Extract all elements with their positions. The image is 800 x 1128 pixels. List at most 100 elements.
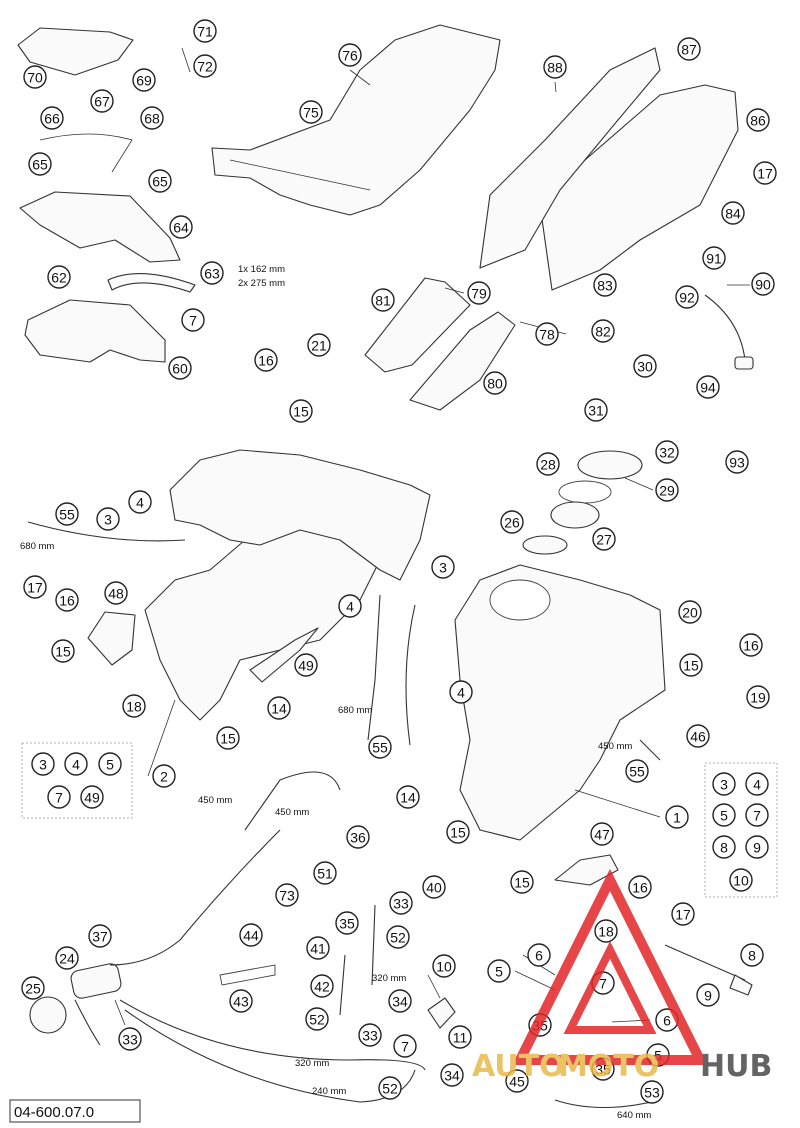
callout-circle <box>140 106 164 130</box>
callout-circle <box>584 398 608 422</box>
callout-circle <box>696 983 720 1007</box>
callout-number: 10 <box>733 873 749 889</box>
callout-number: 63 <box>204 266 220 282</box>
callout-82: 82 <box>591 319 615 343</box>
callout-number: 17 <box>757 166 773 182</box>
callout-circle <box>31 752 55 776</box>
callout-number: 15 <box>683 658 699 674</box>
callout-number: 68 <box>144 111 160 127</box>
hose-length-680-b: 680 mm <box>338 705 372 716</box>
callout-number: 69 <box>136 73 152 89</box>
callout-circle <box>536 452 560 476</box>
callout-number: 18 <box>598 924 614 940</box>
callout-circle <box>527 943 551 967</box>
callout-number: 27 <box>596 532 612 548</box>
callout-34: 34 <box>440 1063 464 1087</box>
callout-number: 93 <box>729 455 745 471</box>
callout-circle <box>721 201 745 225</box>
callout-15: 15 <box>216 726 240 750</box>
callout-4: 4 <box>338 594 362 618</box>
hose-length-450-a: 450 mm <box>598 741 632 752</box>
callout-number: 52 <box>309 1012 325 1028</box>
callout-34: 34 <box>388 989 412 1013</box>
callout-circle <box>23 575 47 599</box>
callout-circle <box>193 54 217 78</box>
callout-circle <box>181 308 205 332</box>
callout-7: 7 <box>393 1034 417 1058</box>
callout-number: 53 <box>644 1085 660 1101</box>
callout-circle <box>535 322 559 346</box>
callout-circle <box>275 883 299 907</box>
watermark-triangle-icon <box>511 868 709 1065</box>
callout-circle <box>51 639 75 663</box>
callout-circle <box>307 333 331 357</box>
callout-51: 51 <box>313 861 337 885</box>
callout-83: 83 <box>593 273 617 297</box>
callout-circle <box>590 822 614 846</box>
callout-number: 67 <box>94 94 110 110</box>
callout-52: 52 <box>386 925 410 949</box>
watermark-text-hub: HUB <box>700 1049 772 1084</box>
callout-circle <box>64 752 88 776</box>
part-2-tank-left <box>144 499 381 721</box>
callout-number: 1 <box>673 810 681 826</box>
callout-67: 67 <box>90 89 114 113</box>
callout-93: 93 <box>725 450 749 474</box>
callout-number: 94 <box>700 380 716 396</box>
part-66-strip <box>39 133 133 173</box>
callout-circle <box>467 281 491 305</box>
callout-circle <box>88 924 112 948</box>
callout-number: 33 <box>122 1032 138 1048</box>
callout-number: 4 <box>136 495 144 511</box>
callout-number: 3 <box>439 560 447 576</box>
callout-number: 64 <box>173 220 189 236</box>
callout-number: 81 <box>375 293 391 309</box>
callout-number: 30 <box>637 359 653 375</box>
callout-number: 18 <box>126 699 142 715</box>
callout-65: 65 <box>28 152 52 176</box>
callout-number: 73 <box>279 888 295 904</box>
callout-60: 60 <box>168 356 192 380</box>
callout-number: 3 <box>104 512 112 528</box>
part-25-filter <box>29 996 67 1034</box>
callout-circle <box>267 696 291 720</box>
part-49-guard <box>249 627 319 683</box>
callout-number: 3 <box>720 777 728 793</box>
callout-circle <box>152 764 176 788</box>
callout-number: 31 <box>588 403 604 419</box>
callout-number: 8 <box>720 840 728 856</box>
seat-strap-length: 1x 162 mm <box>238 264 285 275</box>
callout-25: 25 <box>21 976 45 1000</box>
callout-80: 80 <box>483 371 507 395</box>
callout-4: 4 <box>64 752 88 776</box>
callout-circle <box>431 555 455 579</box>
callout-number: 16 <box>59 593 75 609</box>
callout-circle <box>378 1076 402 1100</box>
part-24-pump <box>70 963 122 999</box>
hose-length-240: 240 mm <box>312 1086 346 1097</box>
callout-circle <box>633 354 657 378</box>
callout-circle <box>313 861 337 885</box>
callout-number: 6 <box>535 948 543 964</box>
callout-circle <box>310 974 334 998</box>
callout-14: 14 <box>267 696 291 720</box>
hose-length-320-a: 320 mm <box>372 973 406 984</box>
callout-16: 16 <box>55 588 79 612</box>
callout-circle <box>338 43 362 67</box>
callout-circle <box>745 772 769 796</box>
callout-circle <box>593 273 617 297</box>
callout-number: 32 <box>659 445 675 461</box>
callout-circle <box>655 440 679 464</box>
callout-circle <box>665 805 689 829</box>
callout-31: 31 <box>584 398 608 422</box>
callout-52: 52 <box>378 1076 402 1100</box>
callout-number: 25 <box>25 981 41 997</box>
callout-circle <box>745 803 769 827</box>
callout-35: 35 <box>335 911 359 935</box>
callout-79: 79 <box>467 281 491 305</box>
callout-circle <box>96 507 120 531</box>
callout-number: 35 <box>339 916 355 932</box>
callout-number: 16 <box>743 638 759 654</box>
callout-circle <box>702 246 726 270</box>
